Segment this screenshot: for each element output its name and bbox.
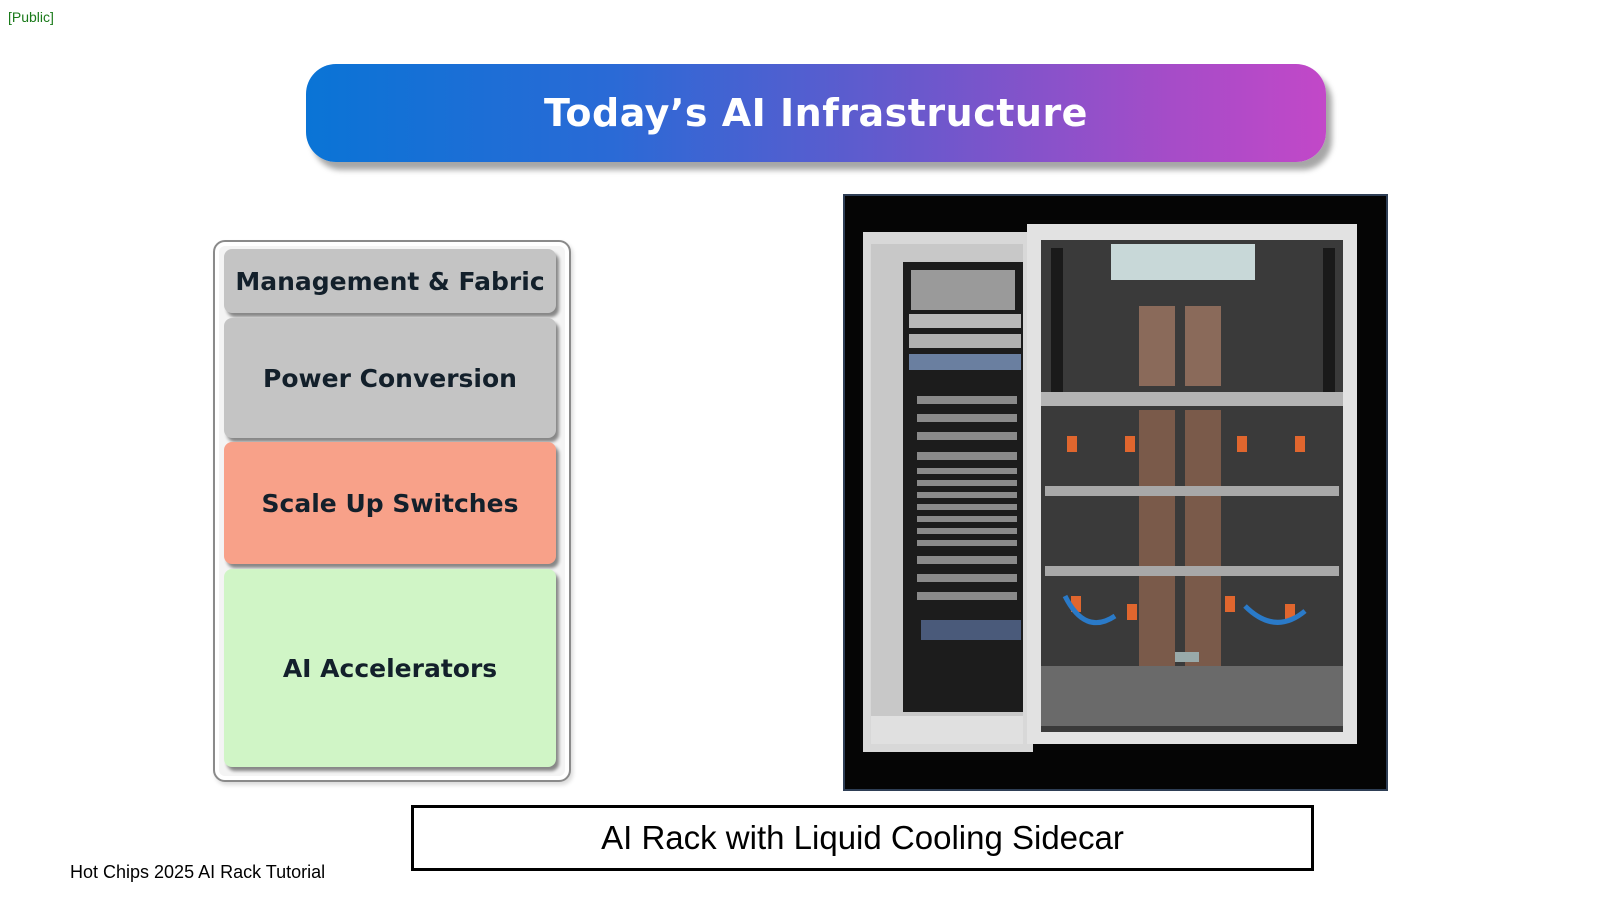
photo-caption-box: AI Rack with Liquid Cooling Sidecar (411, 805, 1314, 871)
main-rack-cabinet (1027, 224, 1357, 744)
layer-scale-up-switches: Scale Up Switches (224, 442, 556, 564)
layer-ai-accelerators: AI Accelerators (224, 569, 556, 767)
layer-label: Power Conversion (263, 363, 517, 393)
photo-caption: AI Rack with Liquid Cooling Sidecar (601, 819, 1124, 856)
layer-label: AI Accelerators (282, 653, 498, 683)
layer-power-conversion: Power Conversion (224, 318, 556, 438)
classification-label: [Public] (8, 9, 54, 25)
layer-label: Management & Fabric (235, 266, 545, 296)
title-banner: Today’s AI Infrastructure (306, 64, 1326, 162)
sidecar-cabinet (863, 232, 1033, 752)
layer-management-fabric: Management & Fabric (224, 249, 556, 313)
rack-photo (843, 194, 1388, 791)
footer-text: Hot Chips 2025 AI Rack Tutorial (70, 862, 326, 882)
slide-title: Today’s AI Infrastructure (544, 91, 1088, 135)
rack-illustration (845, 196, 1386, 789)
layer-label: Scale Up Switches (261, 488, 519, 518)
